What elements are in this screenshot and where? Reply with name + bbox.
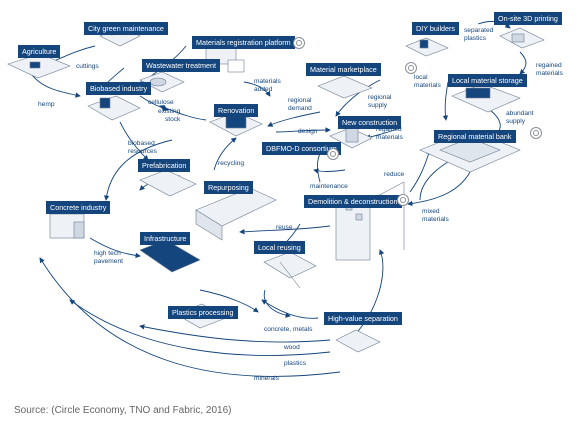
flow-label-reuse: reuse bbox=[276, 224, 293, 231]
flow-label-maintenance: maintenance bbox=[310, 183, 348, 190]
biobased-industry-illustration bbox=[87, 95, 141, 121]
new-construction-illustration bbox=[329, 127, 373, 149]
node-repurposing: Repurposing bbox=[204, 181, 253, 194]
demolition-illustration bbox=[335, 181, 405, 261]
flow-label-regional-supply: regional supply bbox=[368, 94, 392, 109]
flow-label-separated-plastics: separated plastics bbox=[464, 27, 494, 42]
prefabrication-illustration bbox=[139, 169, 197, 197]
local-storage-illustration bbox=[451, 83, 521, 113]
flow-label-regained-materials-top: regained materials bbox=[536, 62, 563, 77]
flow-label-cellulose: cellulose bbox=[148, 99, 174, 106]
flow-label-abundant-supply: abundant supply bbox=[506, 110, 534, 125]
repurposing-illustration bbox=[195, 187, 277, 241]
node-dbfmo-consortium: DBFMO-D consortium bbox=[262, 142, 341, 155]
source-caption: Source: (Circle Economy, TNO and Fabric,… bbox=[14, 405, 232, 416]
node-material-marketplace: Material marketplace bbox=[306, 63, 381, 76]
flow-label-materials-added: materials added bbox=[254, 78, 281, 93]
flow-label-plastics: plastics bbox=[284, 360, 306, 367]
circular-economy-diagram bbox=[7, 20, 545, 377]
3d-printing-illustration bbox=[499, 27, 545, 49]
node-renovation: Renovation bbox=[214, 104, 259, 117]
flow-label-mixed-materials: mixed materials bbox=[422, 208, 449, 223]
node-prefabrication: Prefabrication bbox=[138, 159, 191, 172]
cycle-icon bbox=[405, 62, 417, 74]
node-local-reusing: Local reusing bbox=[254, 241, 305, 254]
flow-label-regional-demand: regional demand bbox=[288, 97, 312, 112]
cycle-icon bbox=[293, 37, 305, 49]
flow-label-concrete-metals: concrete, metals bbox=[264, 326, 313, 333]
node-onsite-3d-printing: On-site 3D printing bbox=[494, 12, 562, 25]
node-regional-material-bank: Regional material bank bbox=[434, 130, 516, 143]
node-local-material-storage: Local material storage bbox=[448, 74, 527, 87]
node-infrastructure: Infrastructure bbox=[140, 232, 191, 245]
flow-label-local-materials: local materials bbox=[414, 74, 441, 89]
flow-label-recycling: recycling bbox=[218, 160, 245, 167]
flow-label-minerals: minerals bbox=[254, 375, 279, 382]
local-reusing-illustration bbox=[263, 251, 317, 289]
diy-illustration bbox=[405, 37, 449, 57]
separation-illustration bbox=[335, 329, 381, 353]
flow-label-wood: wood bbox=[284, 344, 300, 351]
flow-label-biobased-resources: biobased resources bbox=[128, 140, 157, 155]
wastewater-illustration bbox=[139, 71, 185, 93]
node-demolition-deconstruction: Demolition & deconstruction bbox=[304, 195, 402, 208]
node-city-green-maintenance: City green maintenance bbox=[84, 22, 168, 35]
cycle-icon bbox=[397, 194, 409, 206]
cycle-icon bbox=[327, 148, 339, 160]
node-wastewater-treatment: Wastewater treatment bbox=[142, 59, 221, 72]
node-materials-registration-platform: Materials registration platform bbox=[192, 36, 295, 49]
flow-label-reduce: reduce bbox=[384, 171, 405, 178]
flow-label-cuttings: cuttings bbox=[76, 63, 99, 70]
flow-label-high-tech-pavement: high tech pavement bbox=[94, 250, 123, 265]
flow-label-regained-materials-mid: regained materials bbox=[376, 126, 403, 141]
flow-label-existing-stock: existing stock bbox=[158, 108, 181, 123]
node-concrete-industry: Concrete industry bbox=[46, 201, 111, 214]
cycle-icon bbox=[530, 127, 542, 139]
node-biobased-industry: Biobased industry bbox=[86, 82, 152, 95]
node-high-value-separation: High-value separation bbox=[324, 312, 402, 325]
node-diy-builders: DIY builders bbox=[412, 22, 460, 35]
marketplace-illustration bbox=[317, 75, 373, 99]
flow-label-design: design bbox=[298, 128, 318, 135]
concrete-illustration bbox=[49, 213, 85, 239]
node-agriculture: Agriculture bbox=[18, 45, 61, 58]
node-plastics-processing: Plastics processing bbox=[168, 306, 238, 319]
flow-label-hemp: hemp bbox=[38, 101, 55, 108]
node-new-construction: New construction bbox=[338, 116, 402, 129]
